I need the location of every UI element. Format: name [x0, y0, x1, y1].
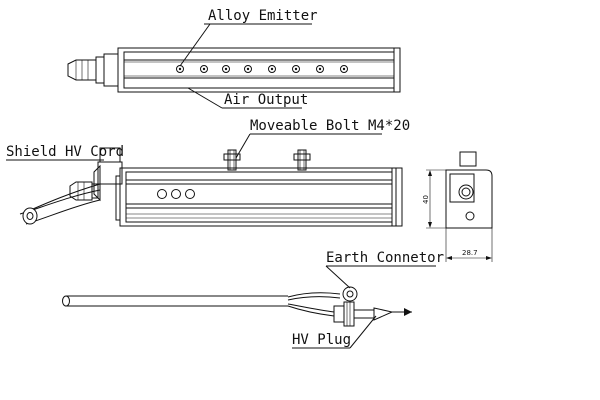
- earth-connector-leader: [325, 265, 351, 289]
- hv-plug: [287, 301, 412, 327]
- moveable-bolt-right: [293, 149, 311, 171]
- top-view: [67, 23, 401, 109]
- shield-hv-cord: [19, 183, 101, 225]
- cable-assembly: [62, 265, 436, 349]
- alloy-emitter-label: Alloy Emitter: [208, 8, 318, 24]
- width-dimension: [445, 228, 493, 262]
- width-dimension-label: 28.7: [462, 249, 478, 257]
- moveable-bolt-label: Moveable Bolt M4*20: [250, 118, 410, 134]
- height-dimension-label: 40: [422, 195, 430, 204]
- end-view: [426, 151, 493, 262]
- top-air-fitting: [67, 53, 119, 87]
- side-air-fitting: [69, 181, 99, 201]
- moveable-bolt-leader: [235, 133, 251, 159]
- hv-plug-leader: [349, 315, 377, 349]
- earth-connector-label: Earth Connetor: [326, 250, 444, 266]
- main-cable: [62, 295, 288, 307]
- hv-plug-label: HV Plug: [292, 332, 351, 348]
- earth-wire: [287, 286, 358, 302]
- alloy-emitters: [176, 65, 348, 73]
- side-view: [6, 133, 403, 227]
- moveable-bolt-left: [223, 149, 241, 171]
- alloy-emitter-leader: [179, 23, 211, 67]
- side-bar-body: [115, 167, 403, 227]
- side-holes: [157, 189, 195, 199]
- air-output-label: Air Output: [224, 92, 308, 108]
- side-elbow-fitting: [93, 147, 123, 202]
- height-dimension: [426, 169, 446, 229]
- top-bar-body: [117, 47, 401, 93]
- shield-hv-cord-label: Shield HV Cord: [6, 144, 124, 160]
- air-output-leader: [187, 87, 223, 109]
